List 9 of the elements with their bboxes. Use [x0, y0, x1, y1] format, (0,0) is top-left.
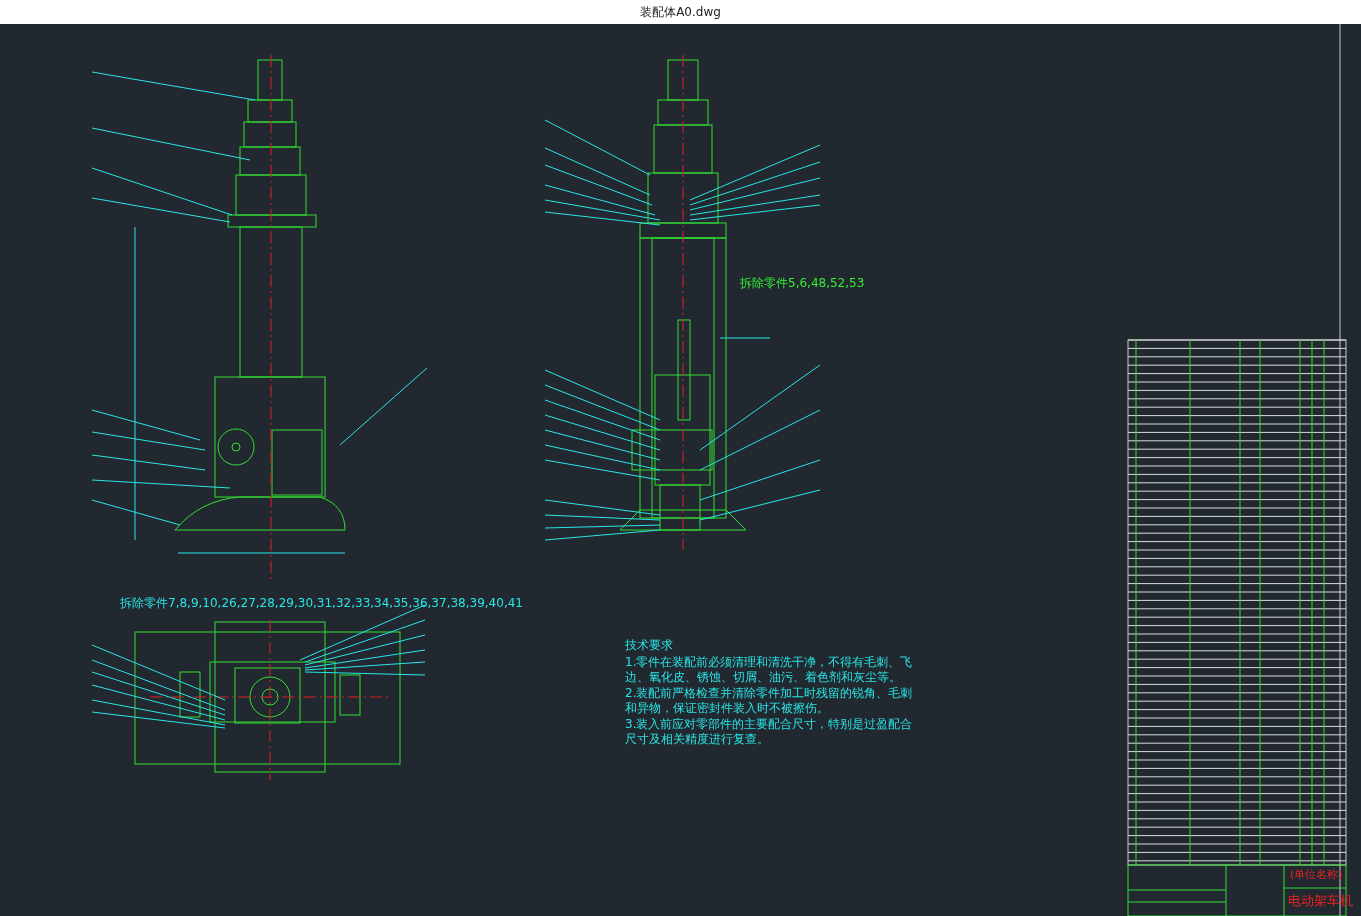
requirement-text: 1.零件在装配前必须清理和清洗干净，不得有毛刺、飞边、氧化皮、锈蚀、切屑、油污、着色剂和灰尘等。: [625, 655, 914, 685]
requirement-text: 2.装配前严格检查并清除零件加工时残留的锐角、毛刺和异物，保证密封件装入时不被擦伤。: [625, 686, 914, 716]
drawing-name: 电动架车机: [1288, 893, 1353, 909]
note-text: 拆除零件7,8,9,10,26,27,28,29,30,31,32,33,34,35,36,37,38,39,40,41: [120, 596, 523, 611]
requirement-text: 3.装入前应对零部件的主要配合尺寸，特别是过盈配合尺寸及相关精度进行复查。: [625, 717, 914, 747]
heading: 技术要求: [625, 638, 673, 653]
note-text: 拆除零件5,6,48,52,53: [740, 276, 865, 291]
window-title: 装配体A0.dwg: [639, 4, 722, 21]
company-field: (单位名称): [1290, 868, 1343, 882]
